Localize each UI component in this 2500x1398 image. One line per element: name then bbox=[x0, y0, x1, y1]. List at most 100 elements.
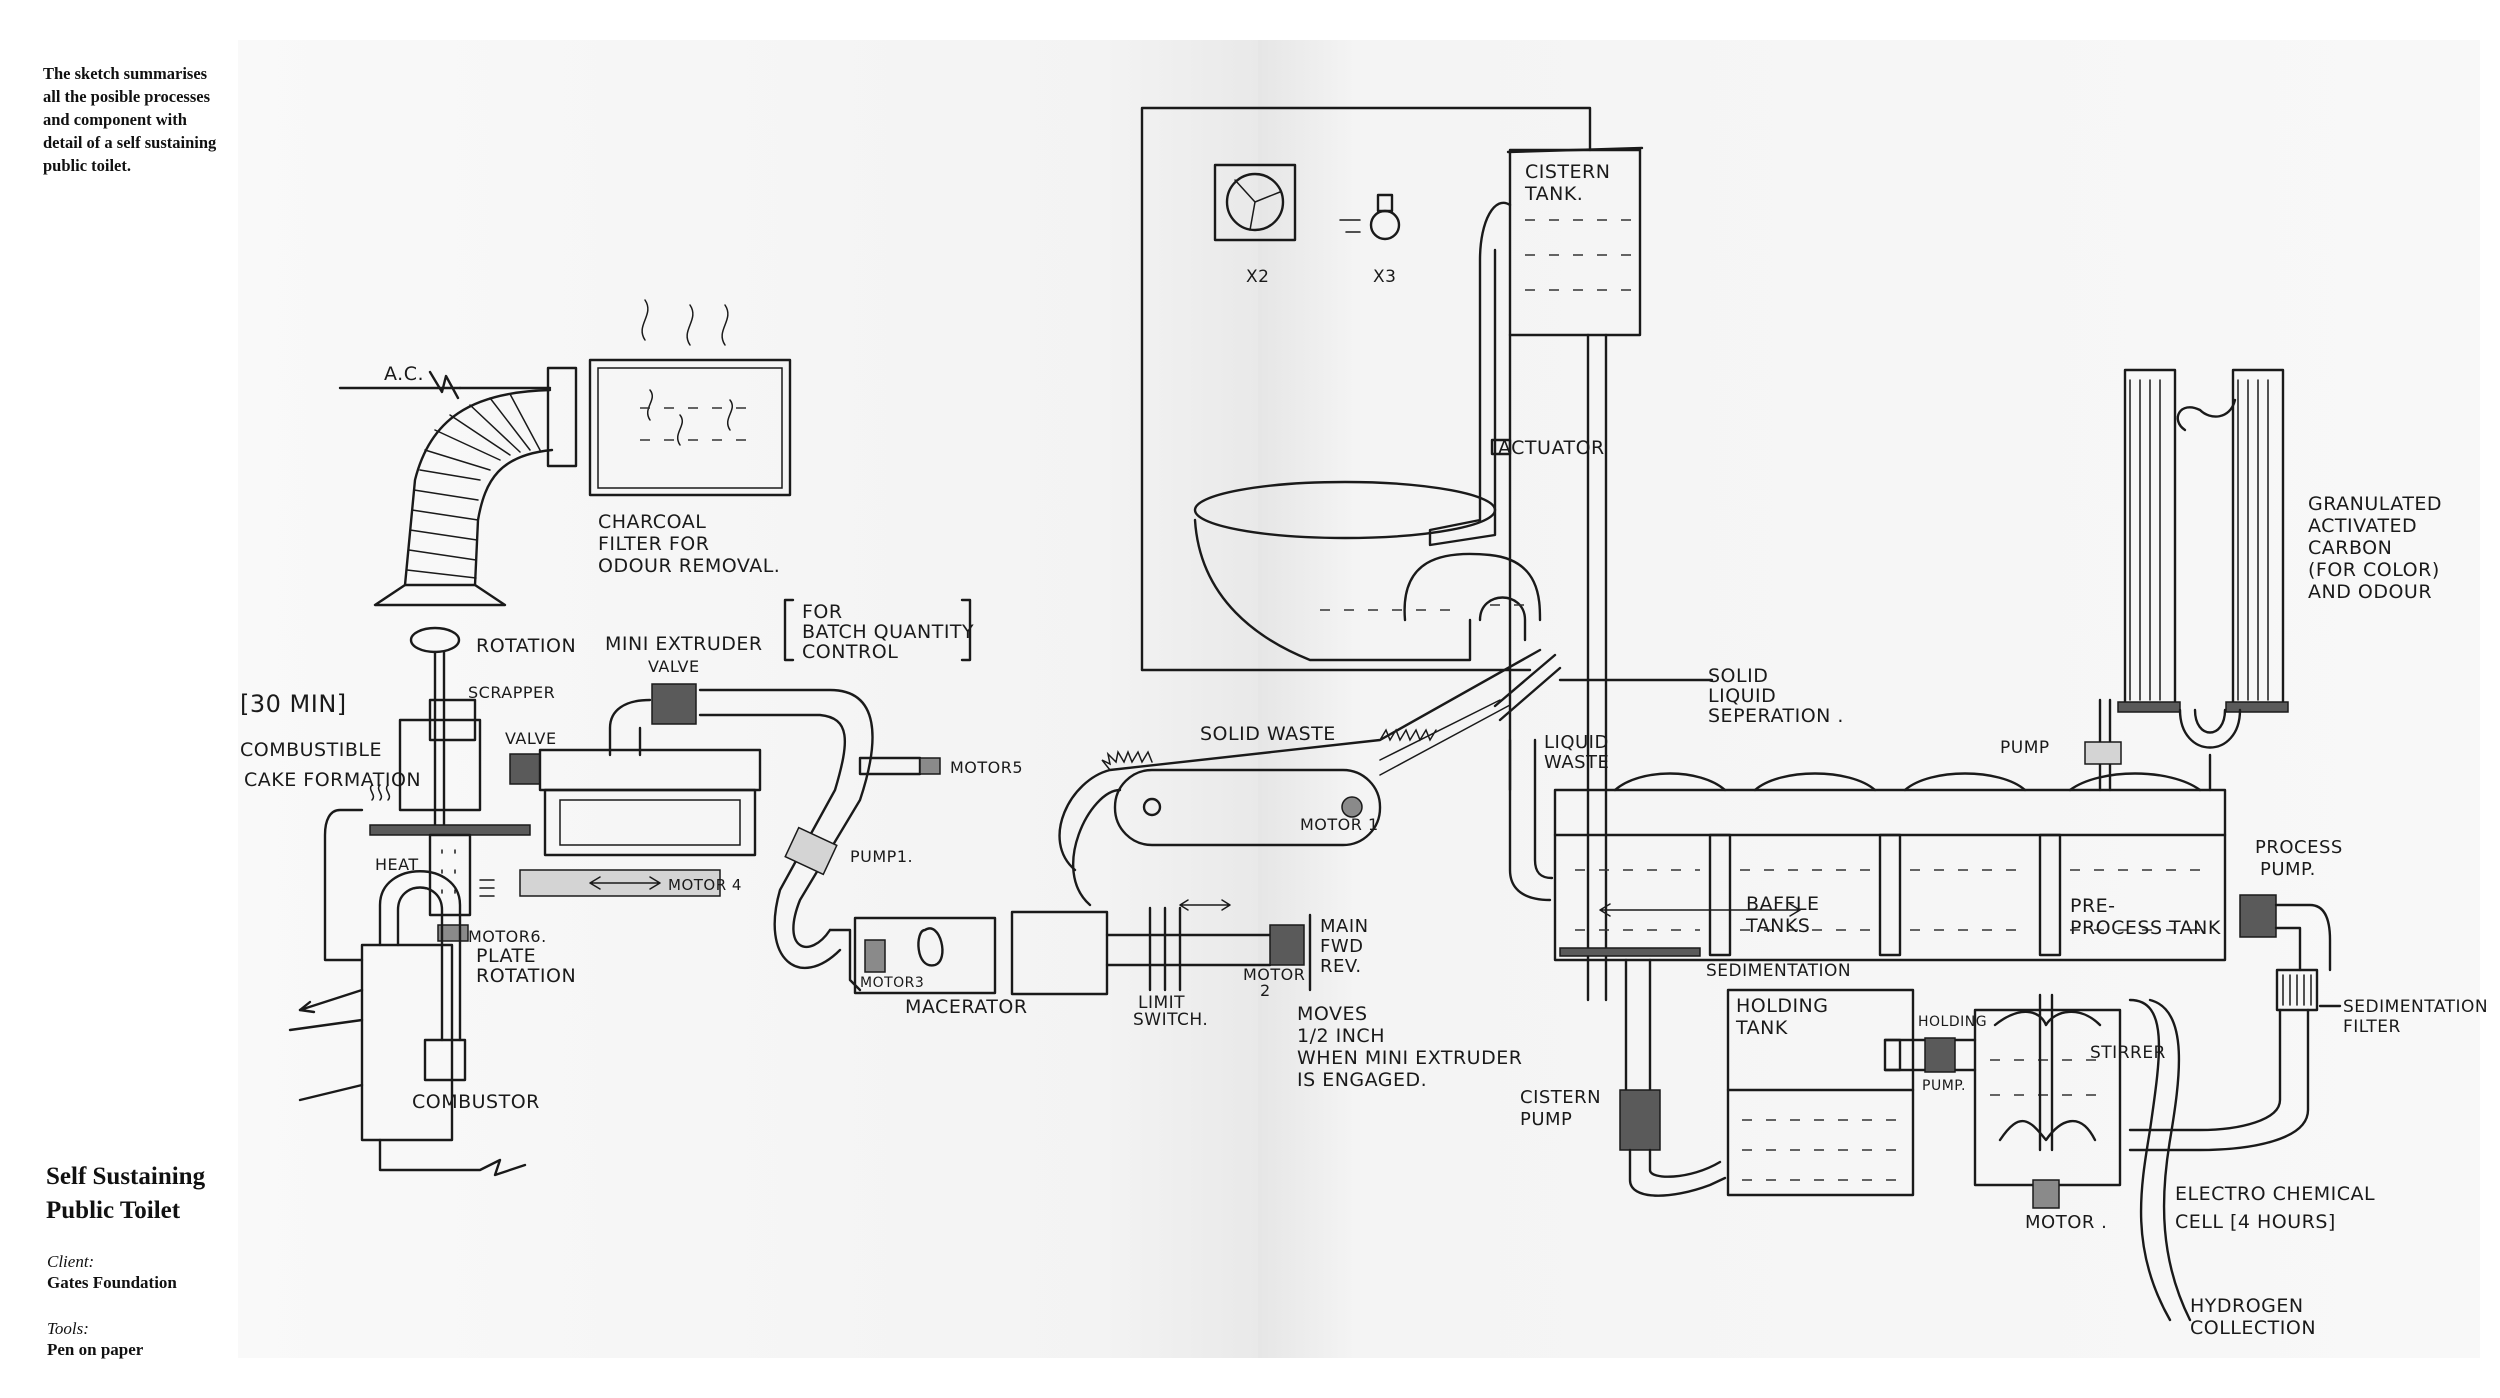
moves-label-4: IS ENGAGED. bbox=[1297, 1069, 1427, 1091]
separation-screen bbox=[1498, 666, 1562, 722]
toilet-cabin bbox=[1140, 106, 1592, 672]
motor-label: MOTOR . bbox=[2025, 1212, 2107, 1233]
extruder-assembly bbox=[509, 683, 762, 897]
motor4-label: MOTOR 4 bbox=[668, 876, 742, 894]
charcoal-label-2: FILTER FOR bbox=[598, 533, 709, 555]
sed-filter-label-2: FILTER bbox=[2343, 1017, 2401, 1037]
toilet-bowl bbox=[1193, 480, 1542, 662]
main-label-1: MAIN bbox=[1320, 916, 1369, 937]
baffle-tank-system bbox=[1553, 772, 2227, 962]
moves-label-3: WHEN MINI EXTRUDER bbox=[1297, 1047, 1522, 1069]
pump1-label: PUMP1. bbox=[850, 847, 913, 866]
light-bulb-icon bbox=[1369, 209, 1401, 241]
plate-label-2: ROTATION bbox=[476, 965, 576, 987]
rotation-assembly bbox=[409, 626, 461, 832]
sedimentation-label: SEDIMENTATION bbox=[1706, 961, 1851, 981]
left-page bbox=[238, 40, 1258, 1358]
ac-label: A.C. bbox=[384, 363, 424, 385]
pump1-hose bbox=[698, 688, 941, 992]
rotation-label: ROTATION bbox=[476, 635, 576, 657]
limit-label-2: SWITCH. bbox=[1133, 1010, 1208, 1030]
sls-label-1: SOLID bbox=[1708, 665, 1768, 687]
charcoal-label-1: CHARCOAL bbox=[598, 511, 706, 533]
hydrogen-label-1: HYDROGEN bbox=[2190, 1295, 2304, 1317]
process-pump bbox=[2239, 894, 2332, 972]
pump-label: PUMP bbox=[2000, 738, 2050, 758]
cistern-tank-label-2: TANK. bbox=[1524, 183, 1583, 205]
sidebar: The sketch summarises all the posible pr… bbox=[0, 0, 238, 1398]
hydrogen-label-2: COLLECTION bbox=[2190, 1317, 2316, 1339]
tools-value: Pen on paper bbox=[47, 1340, 144, 1359]
cistern-pump-label-2: PUMP bbox=[1520, 1109, 1572, 1130]
cistern-tank-label-1: CISTERN bbox=[1525, 161, 1610, 183]
mini-extruder-label: MINI EXTRUDER bbox=[605, 633, 763, 655]
charcoal-filter-box bbox=[588, 299, 792, 497]
electro-chemical-cell bbox=[1973, 993, 2192, 1322]
liquid-waste-label-1: LIQUID bbox=[1544, 732, 1609, 753]
gac-label-3: CARBON bbox=[2308, 537, 2392, 559]
holding-tank-label-2: TANK bbox=[1735, 1017, 1788, 1039]
gac-label-2: ACTIVATED bbox=[2308, 515, 2417, 537]
batch-label-2: BATCH QUANTITY bbox=[802, 621, 974, 643]
moves-label-2: 1/2 INCH bbox=[1297, 1025, 1385, 1047]
heat-label: HEAT bbox=[375, 855, 419, 874]
electro-label-2: CELL [4 HOURS] bbox=[2175, 1211, 2336, 1233]
sedimentation-filter bbox=[2128, 968, 2342, 1152]
combustible-label-2: CAKE FORMATION bbox=[244, 769, 421, 791]
client-label: Client: bbox=[47, 1252, 95, 1271]
cistern-pump-label-1: CISTERN bbox=[1520, 1087, 1601, 1108]
gac-label-1: GRANULATED bbox=[2308, 493, 2442, 515]
liquid-waste-pipe bbox=[1508, 738, 1554, 902]
pre-process-label-1: PRE- bbox=[2070, 895, 2116, 917]
process-pump-label-2: PUMP. bbox=[2260, 859, 2316, 880]
liquid-waste-label-2: WASTE bbox=[1544, 752, 1609, 773]
project-title: Self Sustaining Public Toilet bbox=[46, 1163, 206, 1224]
holding-tank bbox=[1726, 988, 1977, 1197]
holding-pump-label-2: PUMP. bbox=[1922, 1078, 1966, 1094]
right-page bbox=[1258, 40, 2480, 1358]
gac-columns bbox=[2084, 368, 2289, 792]
plate-label-1: PLATE bbox=[476, 945, 536, 967]
actuator-label: ACTUATOR bbox=[1498, 437, 1605, 459]
valve-left-label: VALVE bbox=[505, 729, 557, 748]
exhaust-fan-icon bbox=[1213, 163, 1297, 242]
electro-label-1: ELECTRO CHEMICAL bbox=[2175, 1183, 2375, 1205]
baffle-label-1: BAFFLE bbox=[1746, 893, 1819, 915]
scrapper-label: SCRAPPER bbox=[468, 683, 555, 702]
cistern-pump bbox=[1619, 958, 1727, 1197]
solid-waste-conveyor bbox=[1058, 648, 1542, 907]
moves-label-1: MOVES bbox=[1297, 1003, 1368, 1025]
macerator-assembly bbox=[853, 899, 1312, 996]
batch-label-3: CONTROL bbox=[802, 641, 898, 663]
macerator-label: MACERATOR bbox=[905, 996, 1028, 1018]
solid-waste-label: SOLID WASTE bbox=[1200, 723, 1336, 745]
cistern-tank bbox=[1428, 146, 1644, 1002]
holding-pump-label-1: HOLDING bbox=[1918, 1014, 1987, 1030]
combustor-label: COMBUSTOR bbox=[412, 1091, 540, 1113]
ac-power-line bbox=[338, 370, 552, 400]
limit-label-1: LIMIT bbox=[1138, 993, 1185, 1013]
thirty-min-label: [30 MIN] bbox=[240, 690, 347, 718]
gac-label-5: AND ODOUR bbox=[2308, 581, 2432, 603]
motor2-label-b: 2 bbox=[1260, 981, 1271, 1000]
pre-process-label-2: PROCESS TANK bbox=[2070, 917, 2221, 939]
bulb-count-label: X3 bbox=[1373, 267, 1396, 287]
motor3-label: MOTOR3 bbox=[860, 975, 924, 991]
sls-label-2: LIQUID bbox=[1708, 685, 1776, 707]
sls-label-3: SEPERATION . bbox=[1708, 705, 1844, 727]
client-value: Gates Foundation bbox=[47, 1273, 177, 1292]
flexible-duct bbox=[373, 366, 578, 607]
fan-count-label: X2 bbox=[1246, 267, 1269, 287]
combustor bbox=[288, 808, 527, 1177]
charcoal-label-3: ODOUR REMOVAL. bbox=[598, 555, 780, 577]
gac-label-4: (FOR COLOR) bbox=[2308, 559, 2440, 581]
holding-tank-label-1: HOLDING bbox=[1736, 995, 1829, 1017]
baffle-label-2: TANKS bbox=[1745, 915, 1810, 937]
motor6-label: MOTOR6. bbox=[468, 927, 547, 946]
intro-text: The sketch summarises all the posible pr… bbox=[43, 64, 217, 175]
sketchbook-spread bbox=[238, 40, 2480, 1358]
process-pump-label-1: PROCESS bbox=[2255, 837, 2343, 858]
main-label-2: FWD bbox=[1320, 936, 1364, 957]
stirrer-label: STIRRER bbox=[2090, 1043, 2166, 1063]
